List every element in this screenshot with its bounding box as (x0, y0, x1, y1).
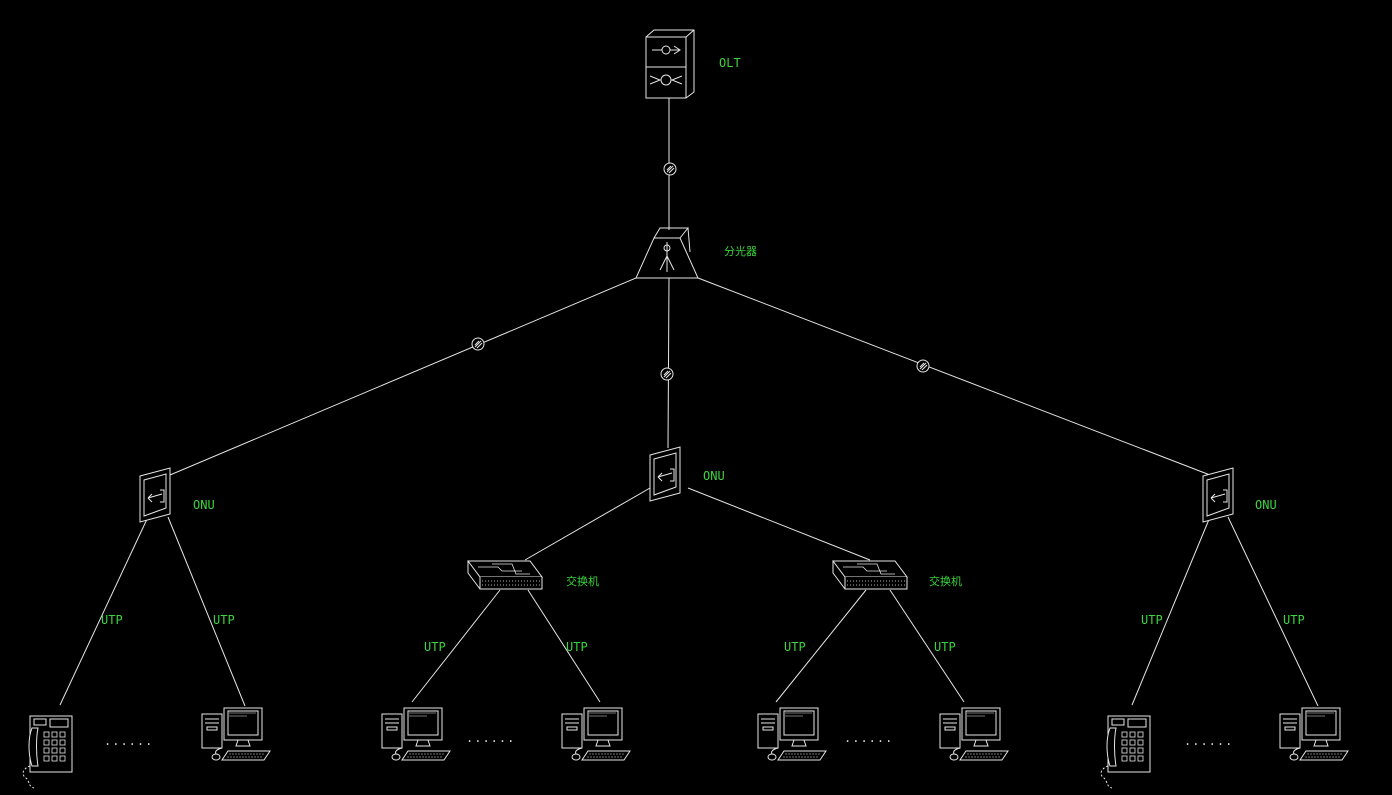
switch-icon (467, 560, 543, 590)
splitter-label: 分光器 (724, 245, 757, 258)
onu-icon (139, 467, 171, 523)
onu-left-label: ONU (193, 498, 215, 512)
utp-label: UTP (1141, 613, 1163, 627)
telephone-icon (22, 715, 73, 789)
switch-right-label: 交换机 (929, 575, 962, 588)
ellipsis: ...... (844, 731, 894, 745)
utp-label: UTP (784, 640, 806, 654)
telephone-icon (1100, 715, 1151, 789)
computer-icon (381, 707, 451, 761)
utp-label: UTP (101, 613, 123, 627)
utp-label: UTP (934, 640, 956, 654)
switch-left-label: 交换机 (566, 575, 599, 588)
onu-icon (1202, 467, 1234, 523)
utp-label: UTP (566, 640, 588, 654)
olt-rack-icon (645, 29, 695, 99)
switch-icon (832, 560, 908, 590)
ellipsis: ...... (1184, 734, 1234, 748)
onu-center-label: ONU (703, 469, 725, 483)
computer-icon (939, 707, 1009, 761)
computer-icon (757, 707, 827, 761)
utp-label: UTP (1283, 613, 1305, 627)
fiber-connector-icon (660, 367, 674, 381)
fiber-connector-icon (663, 162, 677, 176)
utp-label: UTP (424, 640, 446, 654)
onu-icon (649, 446, 681, 502)
computer-icon (201, 707, 271, 761)
olt-label: OLT (719, 56, 741, 70)
computer-icon (1279, 707, 1349, 761)
utp-label: UTP (213, 613, 235, 627)
onu-right-label: ONU (1255, 498, 1277, 512)
optical-splitter-icon (635, 227, 699, 279)
fiber-connector-icon (471, 337, 485, 351)
computer-icon (561, 707, 631, 761)
fiber-connector-icon (916, 359, 930, 373)
ellipsis: ...... (104, 734, 154, 748)
ellipsis: ...... (466, 731, 516, 745)
